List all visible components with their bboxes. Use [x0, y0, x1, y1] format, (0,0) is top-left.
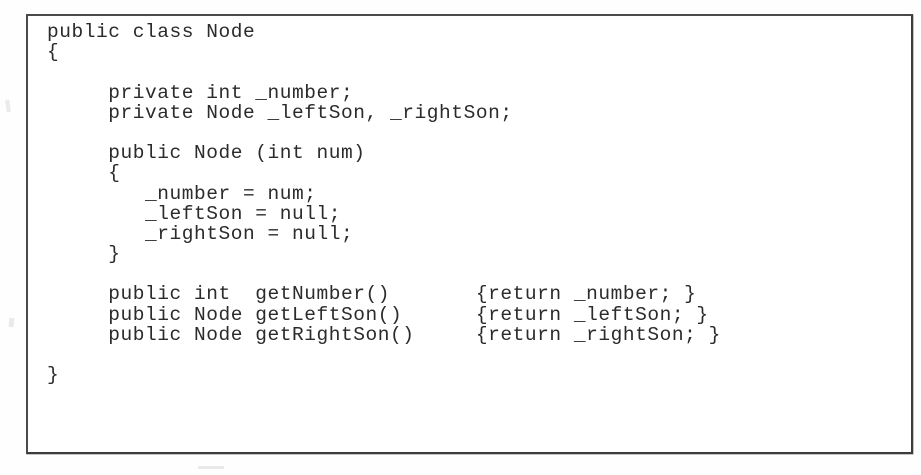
code-line: {: [47, 162, 121, 185]
code-line: }: [47, 243, 121, 266]
code-line: _number = num;: [47, 182, 317, 205]
code-line-blank: [47, 345, 909, 365]
code-line: public Node (int num): [47, 142, 366, 165]
code-listing-box: public class Node{ private int _number; …: [26, 14, 913, 454]
code-line: public class Node: [47, 21, 256, 43]
code-listing: public class Node{ private int _number; …: [47, 21, 909, 387]
scan-artifact: [5, 99, 11, 113]
code-line: _rightSon = null;: [47, 222, 354, 245]
code-line: }: [47, 364, 60, 387]
scan-artifact: [198, 466, 224, 469]
code-line: public Node getRightSon() {return _right…: [47, 323, 721, 346]
code-line: _leftSon = null;: [47, 202, 342, 225]
code-line-blank: [47, 123, 909, 143]
code-line: private Node _leftSon, _rightSon;: [47, 101, 513, 124]
code-line: public int getNumber() {return _number; …: [47, 283, 697, 306]
code-line: {: [47, 41, 60, 64]
scan-artifact: [8, 317, 15, 328]
code-line-blank: [47, 264, 909, 284]
code-line-blank: [47, 62, 909, 82]
code-line: public Node getLeftSon() {return _leftSo…: [47, 303, 709, 326]
code-line: private int _number;: [47, 81, 354, 104]
